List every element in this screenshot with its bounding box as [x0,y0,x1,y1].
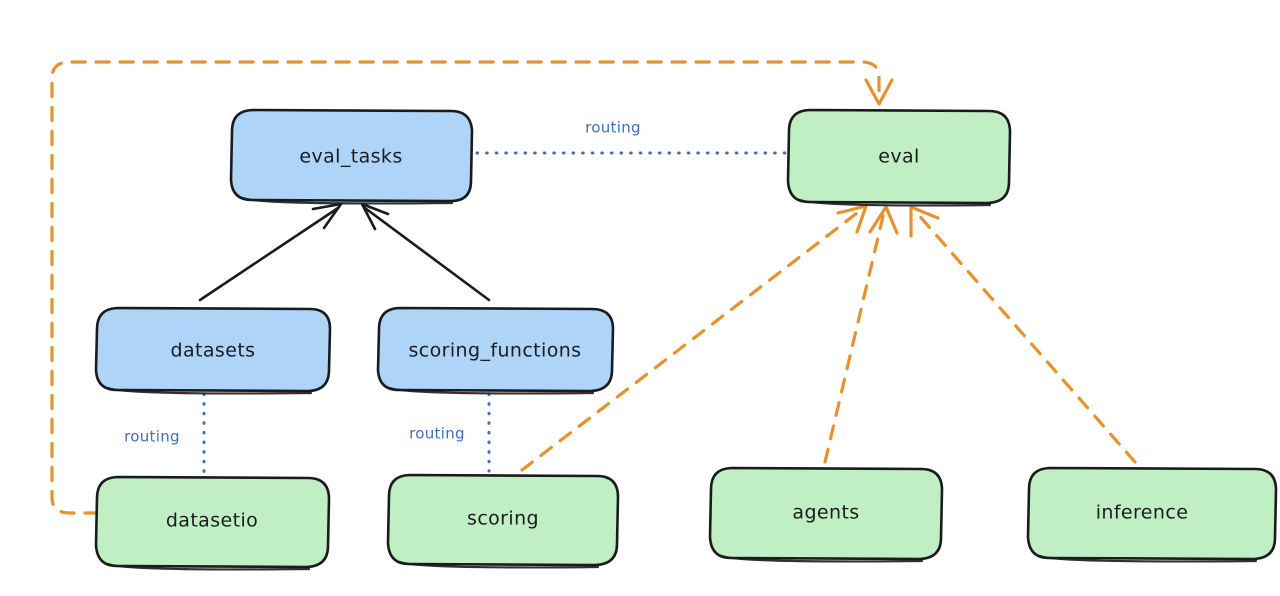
node-datasets[interactable]: datasets [94,306,332,395]
node-datasetio-label: datasetio [166,510,258,532]
node-scoring-functions-label: scoring_functions [409,340,582,362]
node-datasets-shape [94,306,332,393]
node-scoring-functions-shape [376,306,615,393]
edge-datasets-to-eval-tasks-line [198,206,340,302]
node-scoring-label: scoring [467,508,539,530]
node-agents[interactable]: agents [708,466,944,563]
node-agents-shape [708,466,944,561]
node-agents-shadow [720,554,924,563]
node-eval-tasks-shadow [241,196,454,205]
node-datasets-shadow [106,386,313,395]
node-inference-shadow [1038,554,1258,563]
node-agents-label: agents [792,502,859,524]
node-eval-tasks-shape [229,108,474,203]
node-scoring-shape [386,473,620,567]
edge-scoring-to-eval-line [520,208,863,472]
edge-agents-to-eval [823,205,899,464]
edge-datasets-to-eval-tasks [198,202,343,302]
node-scoring-shadow [398,560,600,569]
edge-datasetio-to-eval-line [50,60,881,515]
edge-scoring-to-eval-arrowhead [836,204,868,234]
node-eval-shape [786,108,1012,205]
edge-label-routing-eval-tasks-eval: routing [585,119,641,137]
node-datasets-label: datasets [171,340,256,362]
node-datasetio-shape [94,475,331,569]
edge-datasetio-to-eval [50,60,894,515]
edge-inference-to-eval-line [914,210,1137,464]
node-eval-shadow [798,198,992,207]
node-datasetio-shadow [106,562,311,571]
node-eval[interactable]: eval [786,108,1012,207]
edge-agents-to-eval-arrowhead [868,205,899,235]
edge-scoring-functions-to-eval-tasks-line [363,206,491,302]
edge-label-routing-scoring-functions-scoring: routing [409,425,465,443]
node-scoring-functions[interactable]: scoring_functions [376,306,615,395]
edge-datasetio-to-eval-arrowhead [864,78,894,106]
edge-inference-to-eval [909,205,1137,464]
node-datasetio[interactable]: datasetio [94,475,331,571]
node-inference-shape [1026,466,1278,561]
node-scoring-functions-shadow [388,386,595,395]
node-eval-tasks-label: eval_tasks [299,146,402,168]
edge-inference-to-eval-arrowhead [909,205,940,238]
node-scoring[interactable]: scoring [386,473,620,569]
node-eval-tasks[interactable]: eval_tasks [229,108,474,205]
node-inference-label: inference [1096,502,1189,524]
node-inference[interactable]: inference [1026,466,1278,563]
edge-label-routing-datasets-datasetio: routing [124,428,180,446]
edge-agents-to-eval-line [823,210,886,464]
node-eval-label: eval [878,146,919,168]
edge-scoring-functions-to-eval-tasks [360,202,491,302]
